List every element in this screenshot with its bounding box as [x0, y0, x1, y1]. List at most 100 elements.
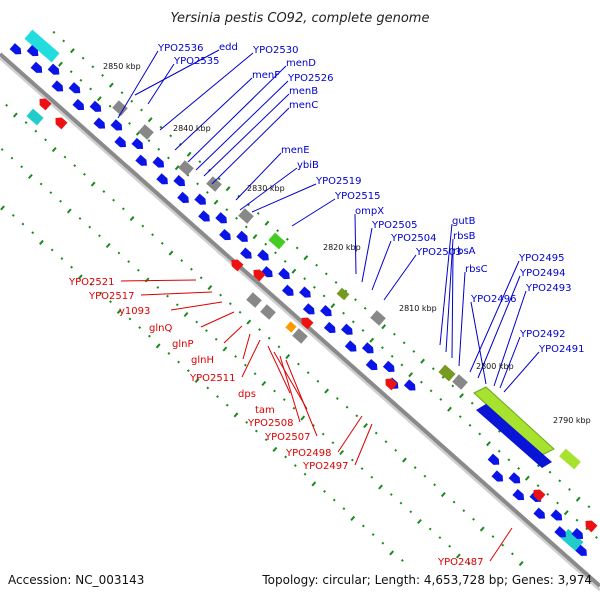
label-leader-lines: [117, 49, 540, 562]
tick-mark: [283, 260, 287, 263]
leader-line: [493, 290, 527, 387]
tick-mark: [363, 423, 368, 429]
gene-label-reverse: y1093: [119, 306, 150, 317]
kbp-label: 2850 kbp: [103, 62, 141, 71]
tick-mark: [217, 177, 221, 181]
forward-gene-arrow: [240, 247, 252, 259]
tick-mark: [99, 291, 103, 295]
tick-mark: [334, 281, 338, 284]
backbone-shadow: [0, 56, 600, 592]
gene-box-lime: [559, 448, 581, 470]
tick-mark: [575, 496, 581, 502]
gene-label-forward: YPO2526: [287, 73, 333, 84]
tick-mark: [459, 393, 464, 399]
forward-gene-arrow: [198, 210, 210, 222]
tick-mark: [595, 536, 598, 539]
tick-mark: [295, 246, 299, 250]
tick-mark: [316, 379, 320, 383]
tick-mark: [77, 274, 83, 280]
tick-mark: [148, 334, 151, 338]
kbp-label: 2790 kbp: [553, 416, 591, 425]
tick-mark: [89, 283, 93, 286]
leader-line: [200, 311, 235, 328]
kbp-label: 2810 kbp: [399, 304, 437, 313]
gene-label-forward: menF: [252, 70, 280, 81]
gene-box-green: [268, 232, 286, 250]
tick-mark: [332, 498, 336, 502]
leader-line: [147, 63, 175, 105]
kbp-label: 2840 kbp: [173, 124, 211, 133]
gene-label-forward: menE: [281, 145, 310, 156]
reverse-gene-arrow: [385, 378, 398, 391]
kbp-label: 2800 kbp: [476, 362, 514, 371]
tick-mark: [213, 199, 219, 205]
gene-label-reverse: YPO2517: [88, 291, 134, 302]
leader-line: [195, 80, 289, 171]
tick-mark: [169, 134, 173, 138]
gene-bar-green: [473, 386, 555, 456]
leader-line: [117, 50, 159, 119]
tick-mark: [284, 455, 288, 459]
tick-mark: [361, 329, 365, 332]
forward-gene-arrow: [131, 137, 144, 150]
tick-mark: [180, 259, 184, 262]
tick-mark: [587, 505, 591, 509]
tick-mark: [52, 30, 56, 34]
tick-mark: [39, 182, 43, 186]
tick-mark: [58, 61, 63, 67]
gene-label-reverse: YPO2497: [302, 461, 348, 472]
tick-mark: [216, 395, 219, 398]
tick-mark: [62, 39, 66, 43]
tick-mark: [389, 493, 393, 496]
gene-label-forward: rbsB: [453, 231, 476, 242]
tick-mark: [276, 229, 280, 233]
tick-mark: [563, 510, 569, 516]
reverse-gene-arrow: [533, 489, 546, 502]
gene-box-grey: [238, 208, 254, 224]
tick-mark: [147, 117, 153, 123]
tick-mark: [206, 386, 210, 390]
gene-label-forward: rbsA: [453, 246, 476, 257]
tick-mark: [60, 257, 64, 260]
tick-mark: [331, 441, 335, 445]
gene-label-forward: menC: [289, 100, 318, 111]
tick-mark: [452, 500, 456, 504]
gene-label-forward: YPO2496: [470, 294, 516, 305]
tick-mark: [183, 311, 189, 318]
tick-mark: [34, 129, 38, 133]
gene-label-forward: YPO2515: [334, 191, 380, 202]
tick-mark: [225, 186, 231, 192]
tick-mark: [235, 216, 238, 220]
tick-mark: [256, 212, 260, 215]
forward-gene-arrow: [512, 489, 525, 501]
tick-mark: [423, 474, 427, 478]
leader-line: [489, 527, 513, 562]
tick-mark: [272, 446, 278, 452]
tick-mark: [233, 412, 239, 418]
tick-mark: [433, 483, 437, 487]
tick-mark: [121, 207, 125, 211]
gene-label-forward: YPO2536: [157, 43, 203, 54]
tick-mark: [374, 431, 378, 435]
tick-mark: [228, 302, 232, 306]
tick-mark: [323, 490, 326, 493]
tick-mark: [536, 484, 540, 488]
forward-gene-arrow: [554, 526, 566, 538]
tick-mark: [91, 65, 95, 69]
leader-line: [439, 223, 453, 346]
tick-mark: [79, 78, 83, 82]
gene-label-forward: YPO2504: [390, 233, 436, 244]
backbone: [0, 52, 600, 588]
tick-mark: [108, 82, 114, 88]
leader-line: [470, 301, 487, 385]
tick-mark: [472, 517, 475, 521]
tick-mark: [478, 432, 482, 436]
gene-box-cyan-mid: [26, 108, 44, 126]
reverse-gene-arrow: [231, 259, 244, 272]
tick-mark: [517, 467, 521, 470]
tick-mark: [255, 429, 258, 433]
accession-text: Accession: NC_003143: [8, 573, 145, 587]
leader-line: [458, 271, 466, 367]
gene-label-forward: YPO2505: [371, 220, 417, 231]
tick-mark: [252, 234, 258, 240]
